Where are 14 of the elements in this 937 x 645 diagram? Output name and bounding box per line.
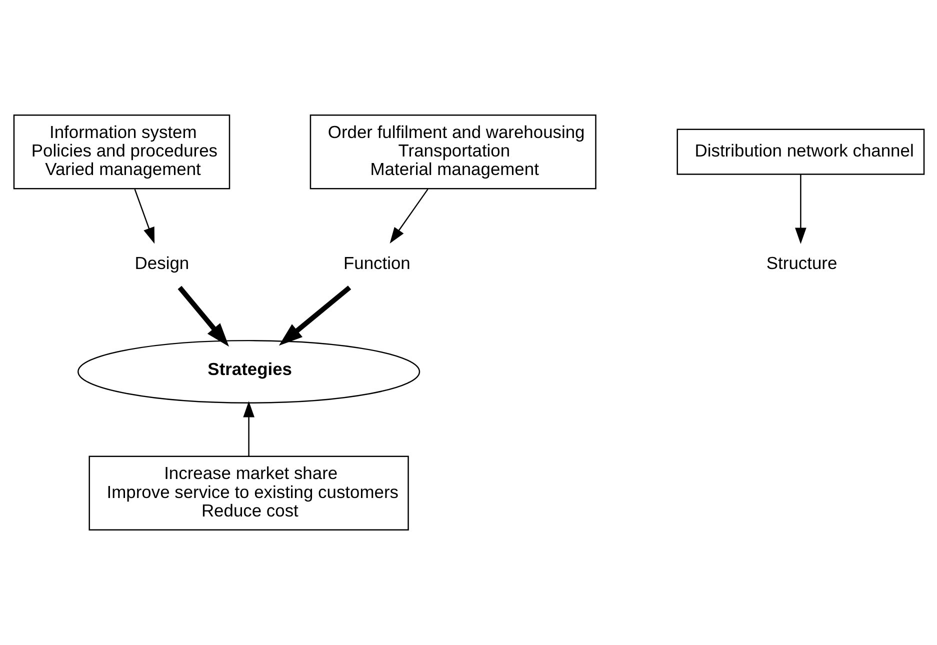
node-text: Function xyxy=(342,253,410,274)
node-text: Design xyxy=(134,253,189,274)
node-text: Structure xyxy=(766,253,837,274)
arrow xyxy=(134,188,154,244)
node-box: Distribution network channel xyxy=(676,128,924,175)
arrow xyxy=(794,174,806,244)
arrow xyxy=(389,188,428,244)
node-ellipse: Strategies xyxy=(77,340,420,404)
arrow xyxy=(177,286,228,347)
arrow xyxy=(242,401,254,456)
node-box: Increase market share Improve service to existing customers Reduce cost xyxy=(88,456,408,531)
node-box: Order fulfilment and warehousing Transportation Material management xyxy=(309,114,596,190)
arrow xyxy=(278,286,351,346)
node-box: Information system Policies and procedures Varied management xyxy=(12,114,230,190)
